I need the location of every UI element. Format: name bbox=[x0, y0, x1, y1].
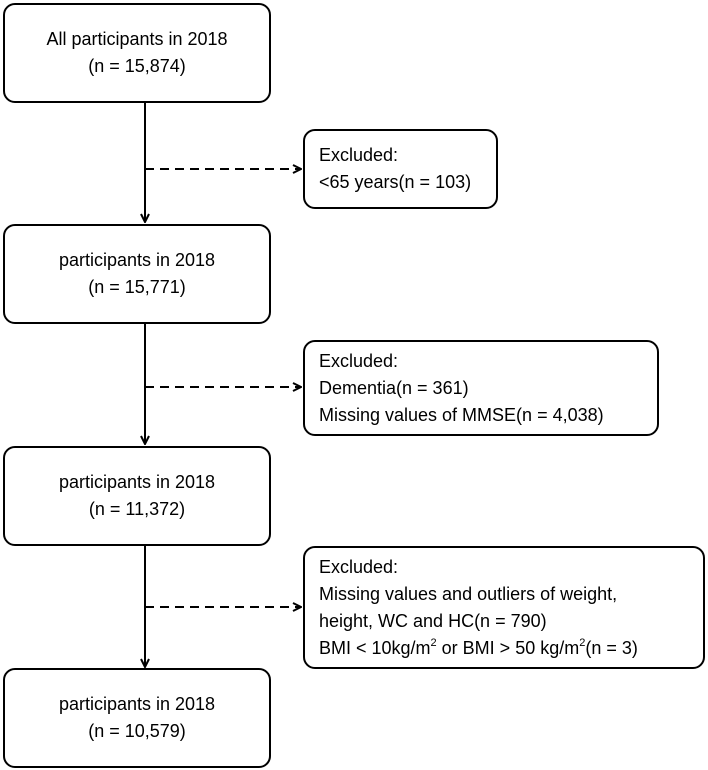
bmi-superscript-1: 2 bbox=[430, 636, 437, 649]
main-box-1-title: All participants in 2018 bbox=[46, 29, 228, 49]
main-box-3: participants in 2018 (n = 11,372) bbox=[3, 446, 271, 546]
main-box-4-count: (n = 10,579) bbox=[88, 721, 186, 741]
exclusion-box-1: Excluded: <65 years(n = 103) bbox=[303, 129, 498, 209]
main-box-2: participants in 2018 (n = 15,771) bbox=[3, 224, 271, 324]
exclusion-box-3-line-1: Missing values and outliers of weight, bbox=[319, 583, 618, 604]
exclusion-box-2-line-1: Dementia(n = 361) bbox=[319, 377, 469, 398]
exclusion-box-3: Excluded: Missing values and outliers of… bbox=[303, 546, 705, 669]
main-box-2-title: participants in 2018 bbox=[58, 250, 216, 270]
bmi-superscript-2: 2 bbox=[579, 636, 586, 649]
exclusion-box-1-heading: Excluded: bbox=[319, 145, 399, 165]
bmi-part-a: BMI < 10kg/m bbox=[319, 637, 431, 658]
main-box-4: participants in 2018 (n = 10,579) bbox=[3, 668, 271, 768]
main-box-2-count: (n = 15,771) bbox=[88, 277, 186, 297]
main-box-1: All participants in 2018 (n = 15,874) bbox=[3, 3, 271, 103]
bmi-part-c: (n = 3) bbox=[585, 637, 638, 658]
bmi-part-b: or BMI > 50 kg/m bbox=[436, 637, 580, 658]
exclusion-box-2-line-2: Missing values of MMSE(n = 4,038) bbox=[319, 404, 604, 425]
main-box-1-count: (n = 15,874) bbox=[88, 56, 186, 76]
exclusion-box-3-bmi-line: BMI < 10kg/m2 or BMI > 50 kg/m2(n = 3) bbox=[319, 635, 689, 662]
main-box-3-title: participants in 2018 bbox=[58, 472, 216, 492]
exclusion-box-2: Excluded: Dementia(n = 361) Missing valu… bbox=[303, 340, 659, 436]
exclusion-box-3-line-2: height, WC and HC(n = 790) bbox=[319, 610, 547, 631]
main-box-3-count: (n = 11,372) bbox=[88, 499, 186, 519]
exclusion-box-2-heading: Excluded: bbox=[319, 350, 399, 371]
exclusion-box-3-heading: Excluded: bbox=[319, 556, 399, 577]
exclusion-box-1-line-1: <65 years(n = 103) bbox=[319, 172, 472, 192]
main-box-4-title: participants in 2018 bbox=[58, 694, 216, 714]
